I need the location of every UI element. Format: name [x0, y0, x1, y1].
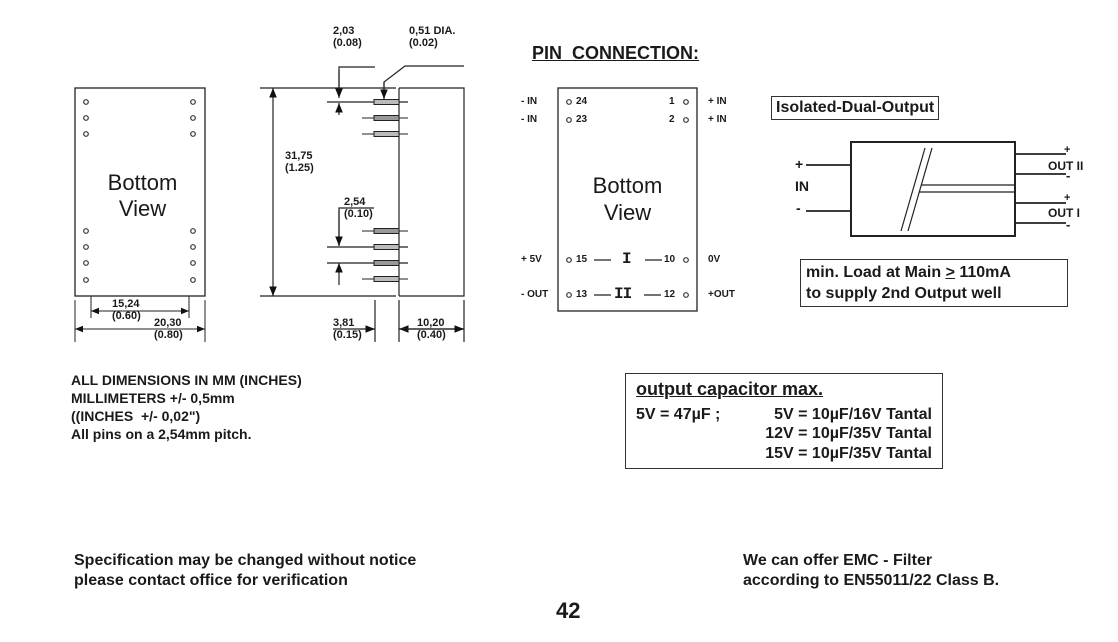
block-diagram-title: Isolated-Dual-Output [771, 96, 940, 120]
pin-number: 15 [576, 254, 588, 265]
dim-width-in: (0.80) [154, 329, 183, 341]
bottom-view-label: Bottom View [75, 170, 210, 222]
spec-notice-line1: Specification may be changed without not… [74, 552, 417, 569]
spec-notice: Specification may be changed without not… [74, 551, 416, 591]
greater-equal-symbol: > [945, 264, 955, 281]
in-label: IN [795, 178, 809, 194]
spec-notice-line2: please contact office for verification [74, 572, 348, 589]
bottom-view-label-line2: View [118, 196, 167, 221]
dim-pin-len-mm: 3,81 [333, 317, 355, 329]
dimensions-note-line4: All pins on a 2,54mm pitch. [71, 426, 252, 442]
pin-number: 23 [576, 114, 588, 125]
dim-pin-offset-in: (0.08) [333, 37, 362, 49]
pin-func-left: - IN [521, 96, 538, 107]
out2-label: OUT II [1048, 159, 1084, 173]
capacitor-line3: 15V = 10µF/35V Tantal [765, 445, 932, 462]
pin-body-label: Bottom View [558, 172, 697, 226]
pin-number: 12 [664, 289, 676, 300]
capacitor-title: output capacitor max. [636, 379, 824, 399]
pin-number: 2 [669, 114, 675, 125]
pin-number: 10 [664, 254, 676, 265]
out2-plus-label: + [1064, 144, 1071, 156]
emc-notice-line1: We can offer EMC - Filter [743, 552, 933, 569]
dim-width-mm: 20,30 [154, 317, 182, 329]
pin-body-label-line1: Bottom [592, 173, 663, 198]
pin-number: 13 [576, 289, 588, 300]
min-load-value: 110mA [954, 264, 1011, 281]
block-diagram [806, 141, 1066, 237]
dim-length-in: (1.25) [285, 162, 314, 174]
dimensions-note: ALL DIMENSIONS IN MM (INCHES) MILLIMETER… [71, 371, 302, 443]
pin-connection-body [557, 87, 698, 312]
min-load-line1: min. Load at Main > 110mA [806, 262, 1062, 283]
dim-height-in: (0.40) [417, 329, 446, 341]
min-load-note: min. Load at Main > 110mA to supply 2nd … [800, 259, 1068, 307]
pin-func-left: + 5V [521, 254, 542, 265]
dim-pitch: 2,54 (0.10) [344, 196, 373, 220]
pin-number: 24 [576, 96, 588, 107]
dim-pin-span-in: (0.60) [112, 310, 141, 322]
dim-length-mm: 31,75 [285, 150, 313, 162]
dim-height: 10,20 (0.40) [417, 317, 446, 341]
dim-width: 20,30 (0.80) [154, 317, 183, 341]
in-plus-label: + [795, 156, 804, 172]
bottom-view-outline [74, 87, 206, 342]
emc-notice-line2: according to EN55011/22 Class B. [743, 572, 1000, 589]
pin-body-label-line2: View [603, 200, 652, 225]
out1-label: OUT I [1048, 206, 1080, 220]
pin-func-left: - OUT [521, 289, 549, 300]
pin-func-right: +OUT [708, 289, 735, 300]
capacitor-line1-b: 5V = 10µF/16V Tantal [774, 406, 932, 423]
dimensions-note-line2: MILLIMETERS +/- 0,5mm [71, 390, 235, 406]
dim-pin-span: 15,24 (0.60) [112, 298, 141, 322]
pin-func-right: + IN [708, 114, 727, 125]
pin-connection-title: PIN CONNECTION: [532, 43, 700, 63]
out2-minus-label: - [1066, 168, 1071, 183]
dim-pin-dia-in: (0.02) [409, 37, 438, 49]
dim-pin-dia-mm: 0,51 DIA. [409, 25, 456, 37]
dim-pin-dia: 0,51 DIA. (0.02) [409, 25, 455, 49]
min-load-text: min. Load at Main [806, 264, 946, 281]
dim-pin-span-mm: 15,24 [112, 298, 140, 310]
emc-notice: We can offer EMC - Filter according to E… [743, 551, 999, 591]
side-view-pins [362, 99, 408, 282]
capacitor-line2: 12V = 10µF/35V Tantal [765, 425, 932, 442]
out1-plus-label: + [1064, 192, 1071, 204]
output-marker-2: II [614, 285, 632, 303]
dim-pin-offset: 2,03 (0.08) [333, 25, 362, 49]
dim-pin-len: 3,81 (0.15) [333, 317, 362, 341]
page-number: 42 [556, 598, 581, 623]
dim-pin-offset-mm: 2,03 [333, 25, 355, 37]
bottom-view-pins [83, 99, 196, 283]
out1-minus-label: - [1066, 217, 1071, 232]
dim-length: 31,75 (1.25) [285, 150, 314, 174]
min-load-line2: to supply 2nd Output well [806, 285, 1002, 302]
pin-func-right: + IN [708, 96, 727, 107]
dimensions-note-line1: ALL DIMENSIONS IN MM (INCHES) [71, 372, 302, 388]
pin-number: 1 [669, 96, 675, 107]
dim-pitch-in: (0.10) [344, 208, 373, 220]
pin-func-left: - IN [521, 114, 538, 125]
dim-pitch-mm: 2,54 [344, 196, 366, 208]
capacitor-box: output capacitor max. 5V = 47µF ; 5V = 1… [625, 373, 943, 469]
dim-pin-len-in: (0.15) [333, 329, 362, 341]
pin-func-right: 0V [708, 254, 721, 265]
dim-height-mm: 10,20 [417, 317, 445, 329]
bottom-view-label-line1: Bottom [107, 170, 178, 195]
in-minus-label: - [796, 200, 801, 216]
output-marker-1: I [622, 250, 632, 268]
dimensions-note-line3: ((INCHES +/- 0,02") [71, 408, 201, 424]
capacitor-line1-a: 5V = 47µF ; [636, 406, 721, 423]
